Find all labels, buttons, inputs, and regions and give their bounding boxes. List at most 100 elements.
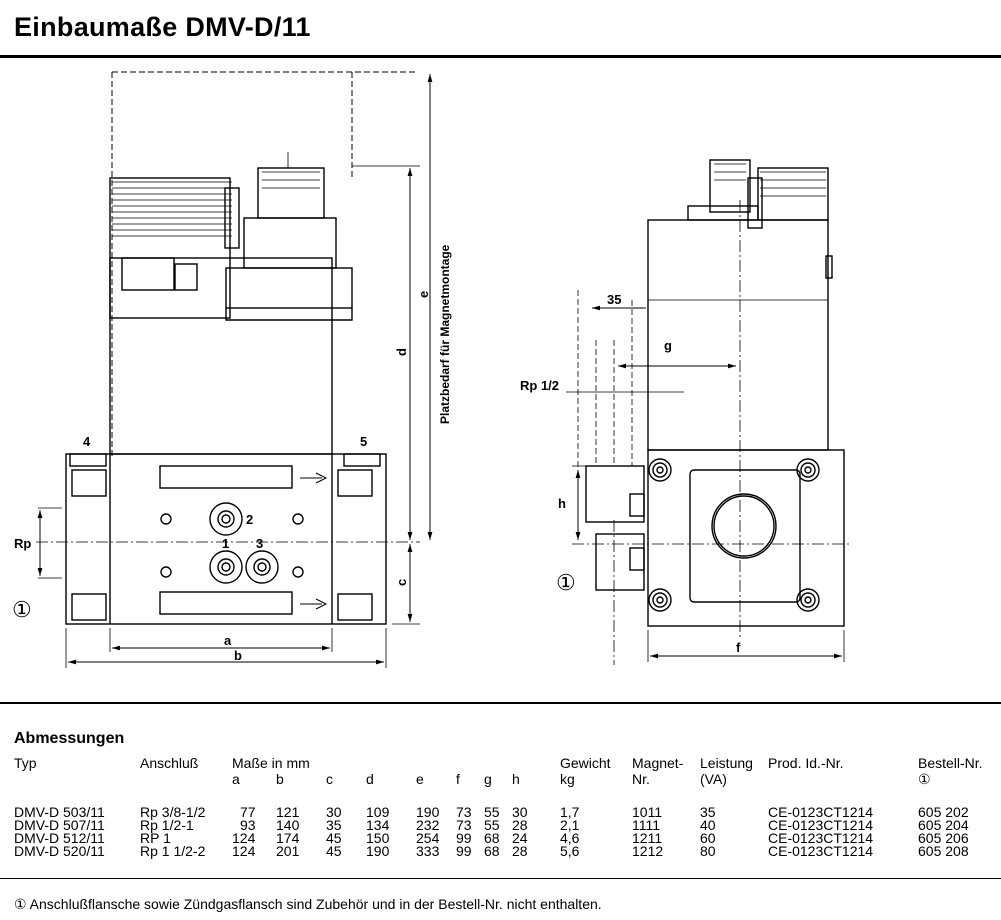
row-1-d: 134: [366, 817, 390, 833]
row-0-e: 190: [416, 804, 440, 820]
col-gewicht: Gewicht: [560, 755, 611, 771]
dim-35: 35: [607, 292, 621, 307]
row-0-a: 77: [240, 804, 256, 820]
port-2: 2: [246, 512, 253, 527]
row-2-leistung: 60: [700, 830, 716, 846]
front-view-labels: 4 5 Rp ① 1 2 3 a b c d e Platzbedarf für…: [12, 244, 452, 663]
row-1-b: 140: [276, 817, 300, 833]
col-bestell: Bestell-Nr.: [918, 755, 983, 771]
row-3-leistung: 80: [700, 843, 716, 859]
row-2-magnet: 1211: [632, 830, 663, 846]
row-0-bestell: 605 202: [918, 804, 969, 820]
row-3-typ: DMV-D 520/11: [14, 843, 105, 859]
page-title: Einbaumaße DMV-D/11: [14, 12, 311, 42]
row-3-g: 68: [484, 843, 500, 859]
row-1-c: 35: [326, 817, 342, 833]
row-0-d: 109: [366, 804, 390, 820]
col-f: f: [456, 771, 460, 787]
side-view-labels: 35 g Rp 1/2 h ① f: [520, 292, 741, 655]
row-1-anschluss: Rp 1/2-1: [140, 817, 194, 833]
dim-d: d: [394, 348, 409, 356]
col-b: b: [276, 771, 284, 787]
col-magnet-nr: Nr.: [632, 771, 650, 787]
row-1-h: 28: [512, 817, 528, 833]
dim-g: g: [664, 338, 672, 353]
row-1-leistung: 40: [700, 817, 716, 833]
side-view: [566, 159, 850, 665]
row-2-anschluss: RP 1: [140, 830, 171, 846]
col-c: c: [326, 771, 333, 787]
col-d: d: [366, 771, 374, 787]
row-0-leistung: 35: [700, 804, 716, 820]
dim-h: h: [558, 496, 566, 511]
row-2-gewicht: 4,6: [560, 830, 580, 846]
col-magnet: Magnet-: [632, 755, 684, 771]
footnote: ① Anschlußflansche sowie Zündgasflansch …: [14, 896, 602, 912]
marker-5: 5: [360, 434, 367, 449]
row-2-h: 24: [512, 830, 528, 846]
section-rule: [0, 702, 1001, 704]
col-h: h: [512, 771, 520, 787]
section-title: Abmessungen: [14, 730, 125, 747]
row-1-typ: DMV-D 507/11: [14, 817, 105, 833]
row-1-a: 93: [240, 817, 256, 833]
row-0-h: 30: [512, 804, 528, 820]
row-2-e: 254: [416, 830, 440, 846]
col-anschluss: Anschluß: [140, 755, 199, 771]
technical-drawing: 4 5 Rp ① 1 2 3 a b c d e Platzbedarf für…: [12, 71, 850, 668]
col-masse: Maße in mm: [232, 755, 310, 771]
dim-c: c: [394, 579, 409, 586]
col-g: g: [484, 771, 492, 787]
row-3-f: 99: [456, 843, 472, 859]
row-0-c: 30: [326, 804, 342, 820]
vertical-note: Platzbedarf für Magnetmontage: [438, 244, 452, 424]
row-2-b: 174: [276, 830, 300, 846]
row-3-c: 45: [326, 843, 342, 859]
col-gewicht-unit: kg: [560, 771, 575, 787]
col-typ: Typ: [14, 755, 37, 771]
marker-4: 4: [83, 434, 91, 449]
front-view: [36, 71, 433, 668]
row-3-h: 28: [512, 843, 528, 859]
col-a: a: [232, 771, 240, 787]
row-3-e: 333: [416, 843, 440, 859]
col-leistung: Leistung: [700, 755, 753, 771]
row-0-prod: CE-0123CT1214: [768, 804, 874, 820]
row-1-gewicht: 2,1: [560, 817, 580, 833]
row-3-anschluss: Rp 1 1/2-2: [140, 843, 206, 859]
row-2-typ: DMV-D 512/11: [14, 830, 105, 846]
col-e: e: [416, 771, 424, 787]
col-bestell-note: ①: [918, 771, 931, 787]
row-3-bestell: 605 208: [918, 843, 969, 859]
label-rp: Rp: [14, 536, 31, 551]
col-leistung-unit: (VA): [700, 771, 727, 787]
row-1-e: 232: [416, 817, 440, 833]
dim-e: e: [416, 291, 431, 298]
table-rule: [0, 878, 1001, 879]
row-2-g: 68: [484, 830, 500, 846]
row-3-prod: CE-0123CT1214: [768, 843, 874, 859]
row-3-d: 190: [366, 843, 390, 859]
row-1-g: 55: [484, 817, 500, 833]
row-0-g: 55: [484, 804, 500, 820]
row-1-bestell: 605 204: [918, 817, 969, 833]
row-0-gewicht: 1,7: [560, 804, 580, 820]
dim-f: f: [736, 640, 741, 655]
col-prod: Prod. Id.-Nr.: [768, 755, 844, 771]
title-rule: [0, 55, 1001, 58]
circled-1-left: ①: [12, 597, 32, 622]
port-3: 3: [256, 536, 263, 551]
row-0-typ: DMV-D 503/11: [14, 804, 105, 820]
row-0-b: 121: [276, 804, 300, 820]
circled-1-right: ①: [556, 570, 576, 595]
row-2-prod: CE-0123CT1214: [768, 830, 874, 846]
row-2-c: 45: [326, 830, 342, 846]
row-2-f: 99: [456, 830, 472, 846]
row-1-magnet: 1111: [632, 817, 661, 833]
row-0-f: 73: [456, 804, 472, 820]
dim-b: b: [234, 648, 242, 663]
row-3-magnet: 1212: [632, 843, 664, 859]
dim-a: a: [224, 633, 232, 648]
row-2-bestell: 605 206: [918, 830, 969, 846]
row-1-f: 73: [456, 817, 472, 833]
